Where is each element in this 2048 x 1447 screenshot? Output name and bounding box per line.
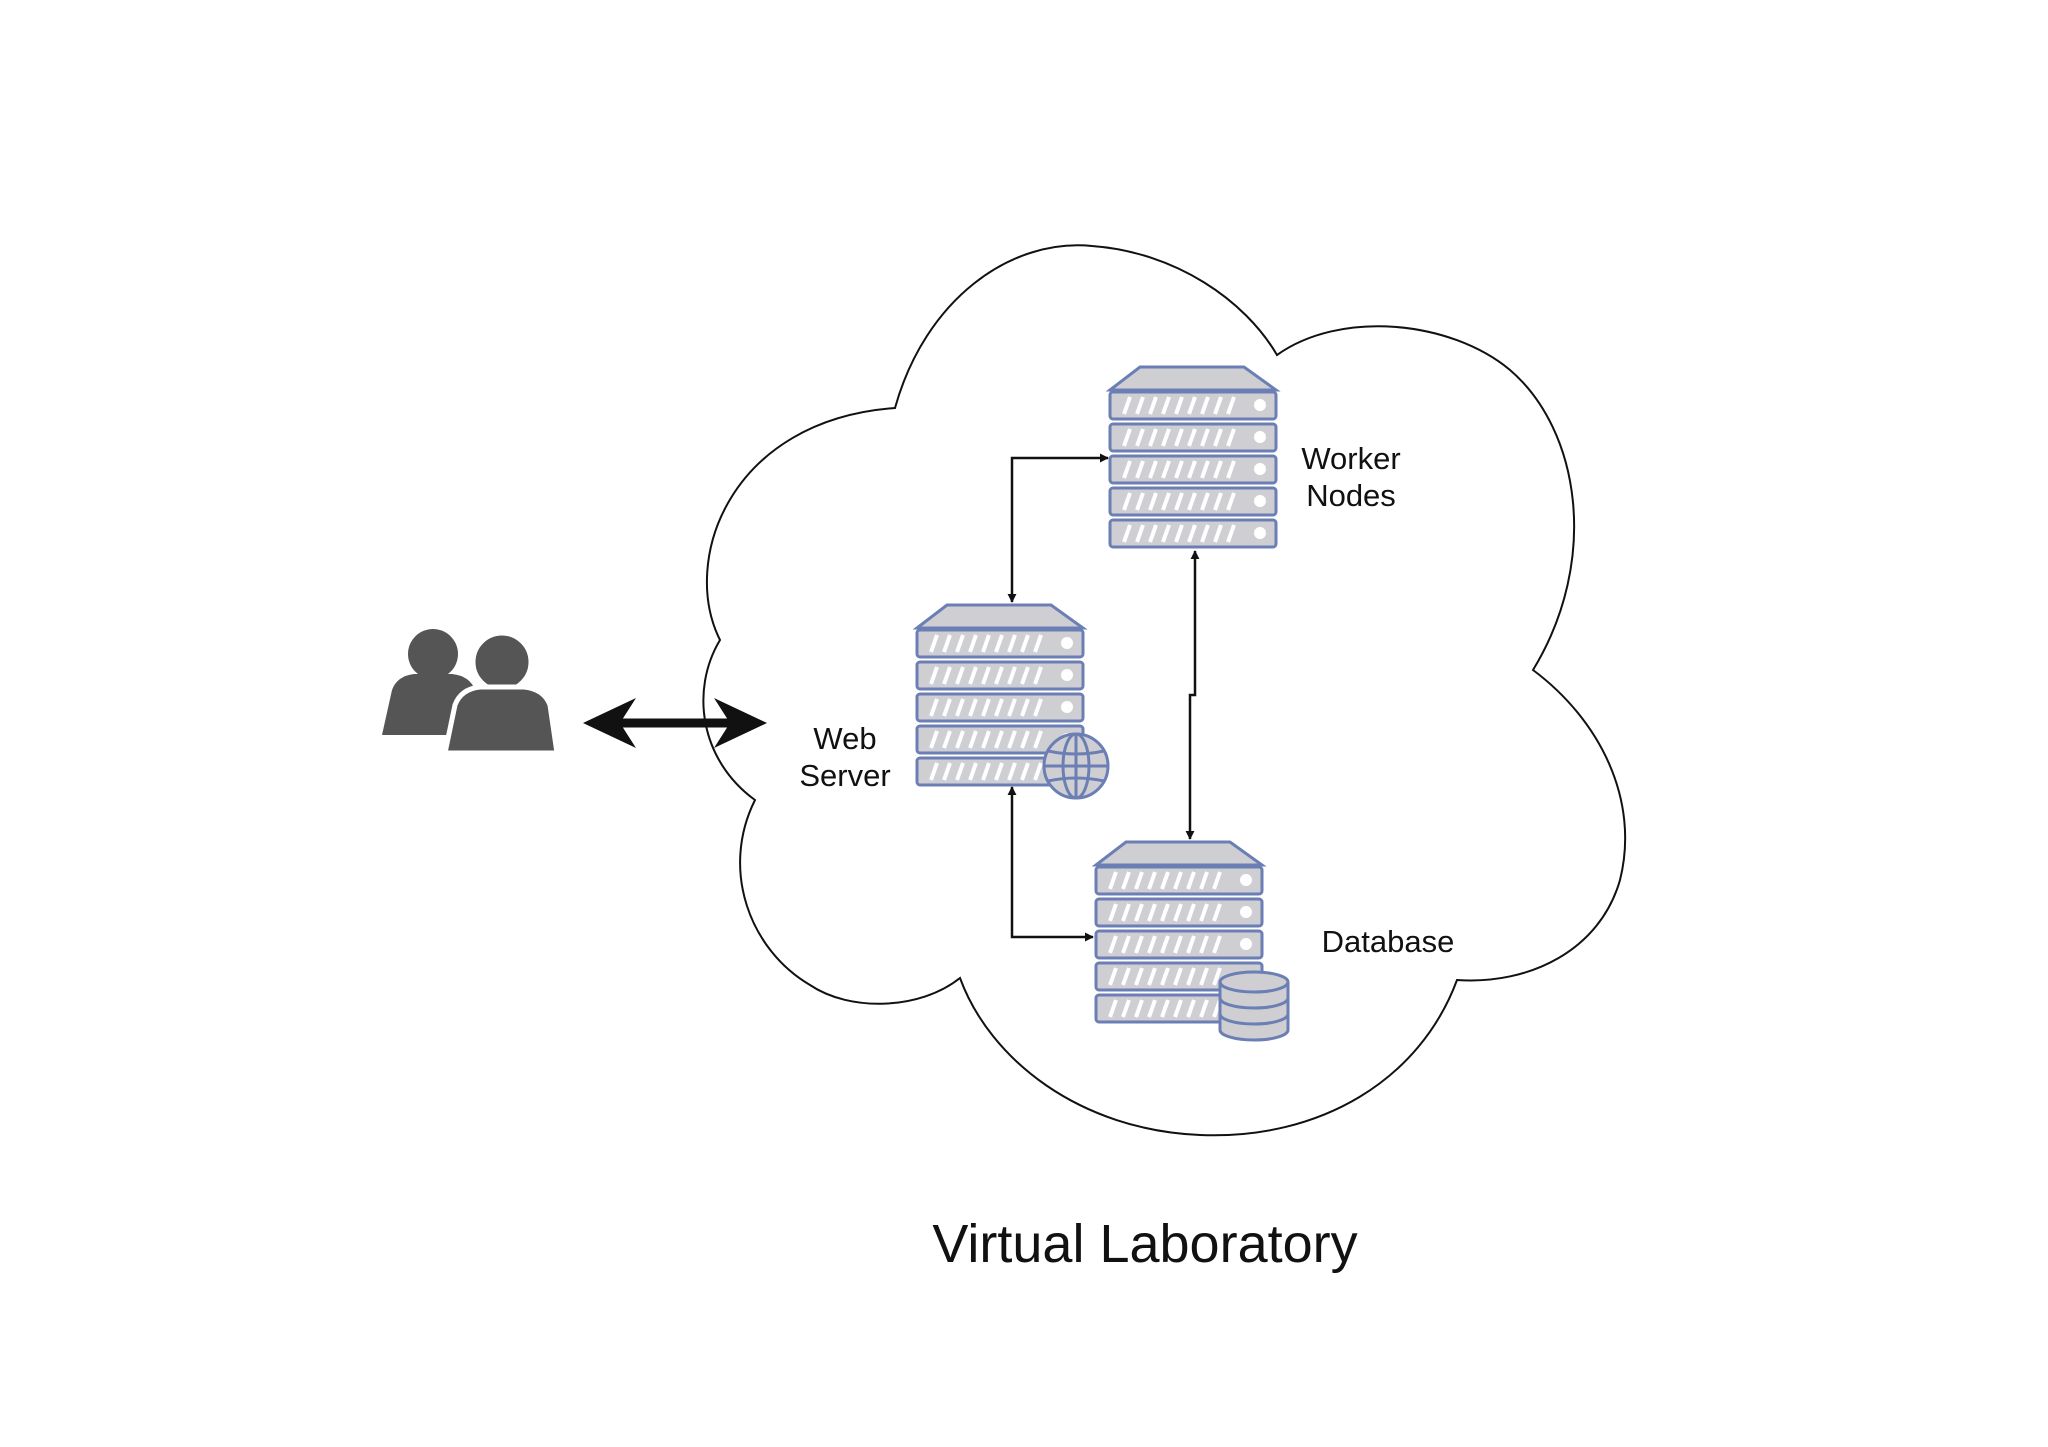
database-cylinder-icon	[1218, 970, 1290, 1042]
worker-nodes-label-line2: Nodes	[1306, 478, 1396, 513]
connector-web-to-database	[1007, 786, 1094, 942]
user-access-arrow	[583, 698, 767, 748]
worker-nodes-server	[1105, 365, 1281, 549]
users-group-icon	[382, 629, 560, 756]
worker-nodes-label-line1: Worker	[1301, 441, 1400, 476]
web-server	[912, 603, 1088, 787]
diagram-title: Virtual Laboratory	[932, 1214, 1357, 1274]
connector-web-to-worker	[1007, 453, 1109, 603]
globe-icon	[1042, 732, 1110, 800]
web-server-label-line1: Web	[813, 721, 876, 756]
connector-worker-to-database	[1185, 550, 1200, 840]
database-label: Database	[1322, 924, 1455, 959]
web-server-label-line2: Server	[799, 758, 890, 793]
cloud-boundary	[702, 244, 1627, 1137]
